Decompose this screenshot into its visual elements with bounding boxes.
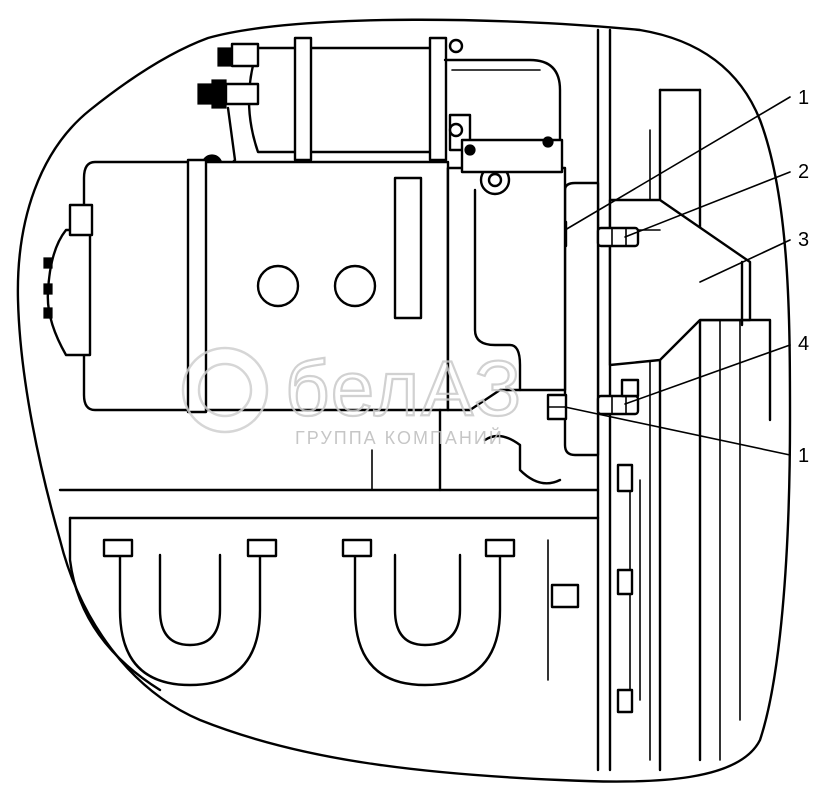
bolt-lower — [596, 378, 640, 416]
mounting-bracket — [608, 198, 752, 367]
end-cap — [43, 203, 94, 357]
leader-lines — [564, 96, 791, 456]
callout-2: 2 — [798, 161, 809, 183]
callout-3: 3 — [798, 229, 809, 251]
watermark-brand: белАЗ — [285, 344, 523, 432]
bolt-upper — [596, 226, 640, 248]
solenoid-relay — [247, 36, 562, 162]
outline — [16, 18, 792, 783]
watermark: белАЗ ГРУППА КОМПАНИЙ — [181, 343, 523, 448]
drive-housing — [446, 136, 567, 412]
clamp-blocks — [102, 463, 634, 714]
watermark-tagline: ГРУППА КОМПАНИЙ — [295, 427, 504, 448]
u-pipes — [118, 553, 502, 687]
crankcase — [58, 408, 600, 692]
callout-1-lower: 1 — [798, 445, 809, 467]
starter-motor-body — [82, 158, 450, 414]
callout-1-upper: 1 — [798, 87, 809, 109]
callout-4: 4 — [798, 333, 809, 355]
